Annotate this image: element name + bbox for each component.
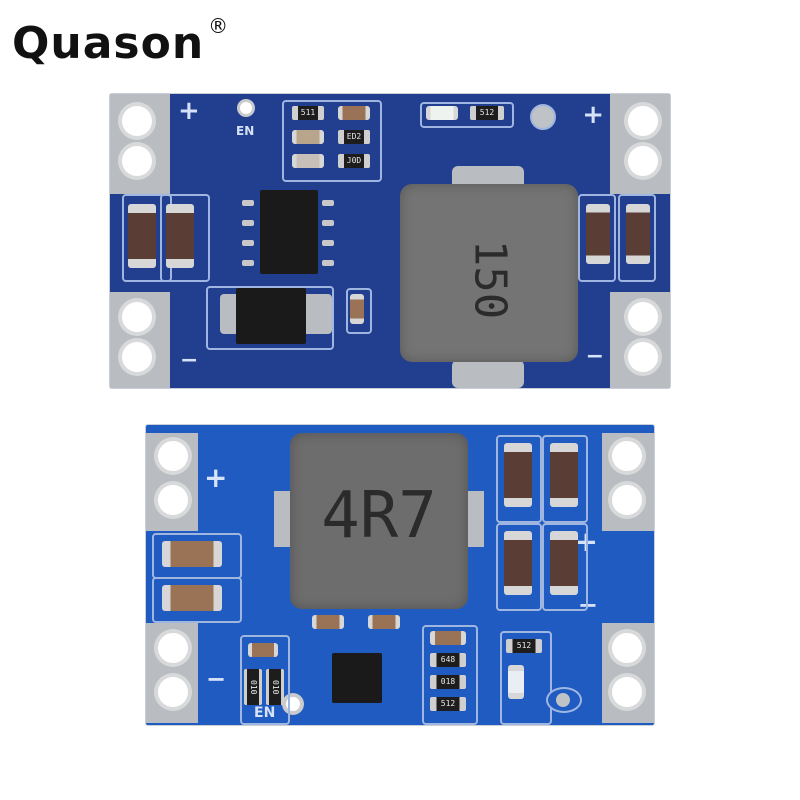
resistor: 648 xyxy=(430,653,466,667)
resistor: 018 xyxy=(430,675,466,689)
capacitor xyxy=(292,154,324,168)
ic-pin xyxy=(322,200,334,206)
resistor: 512 xyxy=(506,639,542,653)
test-pad xyxy=(546,687,582,713)
mounting-hole xyxy=(158,441,188,471)
status-led xyxy=(426,106,458,120)
brand-logo: Quason® xyxy=(12,14,229,69)
input-capacitor xyxy=(162,585,222,611)
capacitor xyxy=(338,106,370,120)
mounting-hole xyxy=(628,342,658,372)
enable-pin-hole xyxy=(240,102,252,114)
input-capacitor xyxy=(162,541,222,567)
capacitor xyxy=(368,615,400,629)
silkscreen-outline xyxy=(206,286,334,350)
plus-label-left: + xyxy=(204,461,228,494)
plus-label-left: + xyxy=(178,96,200,126)
capacitor xyxy=(248,643,278,657)
mounting-hole xyxy=(628,302,658,332)
bottom-pcb-board: + + − − EN 4R7 010 010 648 018 512 512 xyxy=(146,425,654,725)
mounting-hole xyxy=(628,146,658,176)
mounting-hole xyxy=(158,485,188,515)
schottky-diode xyxy=(236,288,306,344)
output-capacitor xyxy=(550,443,578,507)
ic-pin xyxy=(322,240,334,246)
mounting-hole xyxy=(628,106,658,136)
ic-pin xyxy=(242,260,254,266)
resistor: 010 xyxy=(266,669,284,705)
ic-pin xyxy=(242,200,254,206)
enable-label: EN xyxy=(236,124,255,138)
ic-pin xyxy=(322,220,334,226)
resistor: 010 xyxy=(244,669,262,705)
output-capacitor xyxy=(504,531,532,595)
silkscreen-outline xyxy=(420,102,514,128)
resistor: J0D xyxy=(338,154,370,168)
output-capacitor xyxy=(504,443,532,507)
brand-name: Quason xyxy=(12,18,205,69)
plus-label-right: + xyxy=(582,100,604,130)
minus-label-left: − xyxy=(180,348,199,373)
inductor-marking: 4R7 xyxy=(321,479,437,553)
test-pad xyxy=(530,104,556,130)
mounting-hole xyxy=(122,302,152,332)
silkscreen-outline xyxy=(152,577,242,623)
mounting-hole xyxy=(122,342,152,372)
silkscreen-outline xyxy=(496,435,542,523)
top-pcb-board: + + − − EN 511 ED2 J0D 512 150 xyxy=(110,94,670,388)
silkscreen-outline xyxy=(500,631,552,725)
silkscreen-outline xyxy=(160,194,210,282)
silkscreen-outline xyxy=(346,288,372,334)
capacitor xyxy=(292,130,324,144)
enable-label: EN xyxy=(254,705,276,721)
mounting-hole xyxy=(158,633,188,663)
mounting-hole xyxy=(612,441,642,471)
output-capacitor xyxy=(550,531,578,595)
silkscreen-outline xyxy=(496,523,542,611)
resistor: ED2 xyxy=(338,130,370,144)
power-inductor xyxy=(290,433,468,609)
ic-pin xyxy=(242,240,254,246)
silkscreen-outline xyxy=(542,523,588,611)
silkscreen-outline xyxy=(422,625,478,725)
silkscreen-outline xyxy=(282,100,382,182)
inductor-marking: 150 xyxy=(464,239,516,320)
resistor: 512 xyxy=(470,106,504,120)
mounting-hole xyxy=(612,633,642,663)
regulator-ic xyxy=(260,190,318,274)
output-capacitor xyxy=(626,204,650,264)
output-capacitor xyxy=(586,204,610,264)
mounting-hole xyxy=(612,485,642,515)
registered-mark: ® xyxy=(208,14,230,38)
capacitor xyxy=(430,631,466,645)
mounting-hole xyxy=(158,677,188,707)
resistor: 511 xyxy=(292,106,324,120)
silkscreen-outline xyxy=(542,435,588,523)
silkscreen-outline xyxy=(240,635,290,725)
regulator-ic-qfn xyxy=(332,653,382,703)
minus-label-right: − xyxy=(585,344,604,369)
input-capacitor xyxy=(166,204,194,268)
silkscreen-outline xyxy=(578,194,616,282)
mounting-hole xyxy=(122,146,152,176)
inductor-pad xyxy=(452,360,524,388)
resistor: 512 xyxy=(430,697,466,711)
silkscreen-outline xyxy=(618,194,656,282)
capacitor xyxy=(350,294,364,324)
status-led xyxy=(508,665,524,699)
minus-label-left: − xyxy=(206,665,227,693)
mounting-hole xyxy=(612,677,642,707)
capacitor xyxy=(312,615,344,629)
power-inductor xyxy=(400,184,578,362)
mounting-hole xyxy=(122,106,152,136)
input-capacitor xyxy=(128,204,156,268)
ic-pin xyxy=(242,220,254,226)
ic-pin xyxy=(322,260,334,266)
